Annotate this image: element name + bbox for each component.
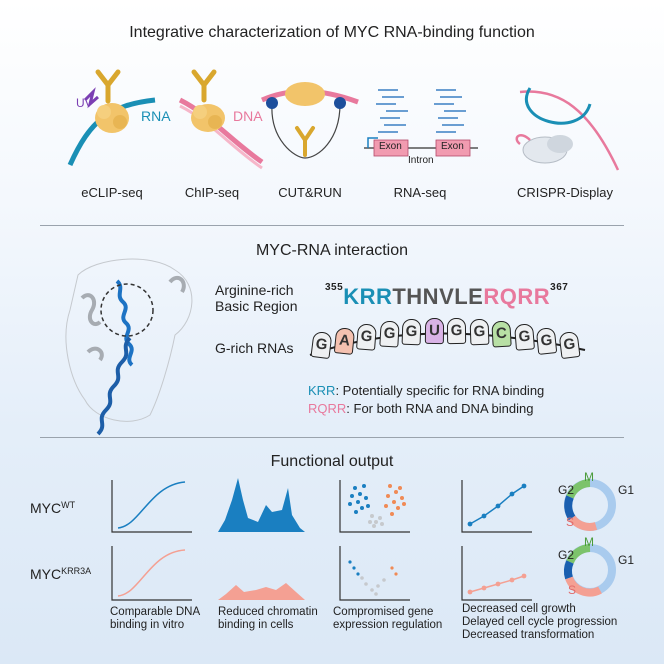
rna-nucleotide: G [557, 330, 581, 360]
eclip-illustration [67, 69, 156, 167]
method-eclip: eCLIP-seq [81, 185, 143, 200]
intron-label: Intron [408, 155, 434, 166]
dna-binding-charts [111, 480, 192, 601]
wt-s: S [566, 515, 575, 529]
caption-dna-binding: Comparable DNA binding in vitro [110, 606, 200, 632]
rna-nucleotide: G [378, 320, 400, 348]
note-krr: KRR: Potentially specific for RNA bindin… [308, 383, 544, 398]
grich-label: G-rich RNAs [215, 340, 294, 356]
seq-start: 355 [325, 282, 344, 293]
wt-m: M [584, 470, 594, 484]
rna-nucleotide: G [535, 327, 558, 355]
main-title: Integrative characterization of MYC RNA-… [129, 24, 535, 41]
label-myc-wt: MYCWT [30, 500, 75, 516]
cell-cycle-wt [564, 479, 616, 531]
seq-rqrr: RQRR [483, 284, 551, 309]
caption-growth-2: Delayed cell cycle progression [462, 616, 618, 628]
divider-bottom [40, 437, 624, 438]
krr3a-g1: G1 [618, 553, 635, 567]
divider-top [40, 225, 624, 226]
wt-label-text: MYC [30, 500, 62, 516]
caption-gene-expression: Compromised gene expression regulation [333, 606, 442, 632]
krr3a-s: S [568, 583, 577, 597]
caption-dna-binding-2: binding in vitro [110, 619, 185, 631]
cell-cycle-krr3a [563, 544, 616, 597]
rnaseq-illustration [376, 89, 466, 133]
note-rqrr-key: RQRR [308, 401, 347, 416]
method-chip: ChIP-seq [184, 185, 240, 200]
rna-nucleotide: G [469, 318, 489, 346]
method-rnaseq: RNA-seq [393, 185, 447, 200]
krr3a-g2: G2 [558, 548, 575, 562]
rna-nucleotide: G [446, 318, 467, 345]
dna-label: DNA [233, 108, 263, 124]
caption-chromatin-2: binding in cells [218, 619, 294, 631]
note-krr-text: : Potentially specific for RNA binding [335, 383, 545, 398]
caption-growth-1: Decreased cell growth [462, 603, 576, 615]
seq-krr: KRR [343, 284, 393, 309]
interaction-title: MYC-RNA interaction [255, 242, 409, 259]
caption-chromatin: Reduced chromatin binding in cells [218, 606, 318, 632]
region-label: Arginine-rich Basic Region [215, 282, 298, 314]
method-cutrun: CUT&RUN [278, 185, 342, 200]
caption-gene-expression-2: expression regulation [333, 619, 443, 631]
note-rqrr-text: : For both RNA and DNA binding [346, 401, 534, 416]
exon-label-2: Exon [441, 141, 464, 152]
rna-nucleotide: G [356, 323, 377, 352]
seq-end: 367 [550, 282, 569, 293]
volcano-charts [339, 480, 410, 601]
caption-gene-expression-1: Compromised gene [333, 606, 434, 618]
cutrun-illustration [261, 82, 359, 159]
wt-g2: G2 [558, 483, 575, 497]
basic-region-sequence: 355KRRTHNVLERQRR367 [325, 282, 569, 310]
seq-mid: THNVLE [392, 284, 484, 309]
rna-nucleotide: G [401, 318, 422, 346]
region-label-line2: Basic Region [215, 298, 298, 314]
caption-growth: Decreased cell growth Delayed cell cycle… [462, 603, 617, 642]
note-krr-key: KRR [308, 383, 336, 398]
chip-illustration [178, 69, 264, 170]
rna-nucleotide: G [310, 330, 333, 360]
rna-nucleotide: C [491, 320, 512, 348]
region-label-line1: Arginine-rich [215, 282, 294, 298]
mut-label-sup: KRR3A [61, 566, 92, 576]
rna-nucleotide: A [333, 327, 355, 355]
note-rqrr: RQRR: For both RNA and DNA binding [308, 401, 533, 416]
growth-charts [461, 480, 532, 601]
caption-dna-binding-1: Comparable DNA [110, 606, 201, 618]
caption-growth-3: Decreased transformation [462, 629, 595, 641]
rna-nucleotide: G [513, 323, 535, 352]
wt-label-sup: WT [61, 500, 76, 510]
myc-structure [65, 258, 193, 436]
rna-nucleotide: U [424, 318, 444, 345]
wt-g1: G1 [618, 483, 635, 497]
uv-label: UV [76, 96, 93, 110]
exon-label-1: Exon [379, 141, 402, 152]
krr3a-m: M [584, 535, 594, 549]
rna-label: RNA [141, 108, 171, 124]
caption-chromatin-1: Reduced chromatin [218, 606, 318, 618]
label-myc-krr3a: MYCKRR3A [30, 566, 91, 582]
method-crispr-display: CRISPR-Display [516, 185, 614, 200]
mut-label-text: MYC [30, 566, 62, 582]
crispr-display-illustration [515, 87, 620, 171]
functional-title: Functional output [270, 453, 394, 470]
